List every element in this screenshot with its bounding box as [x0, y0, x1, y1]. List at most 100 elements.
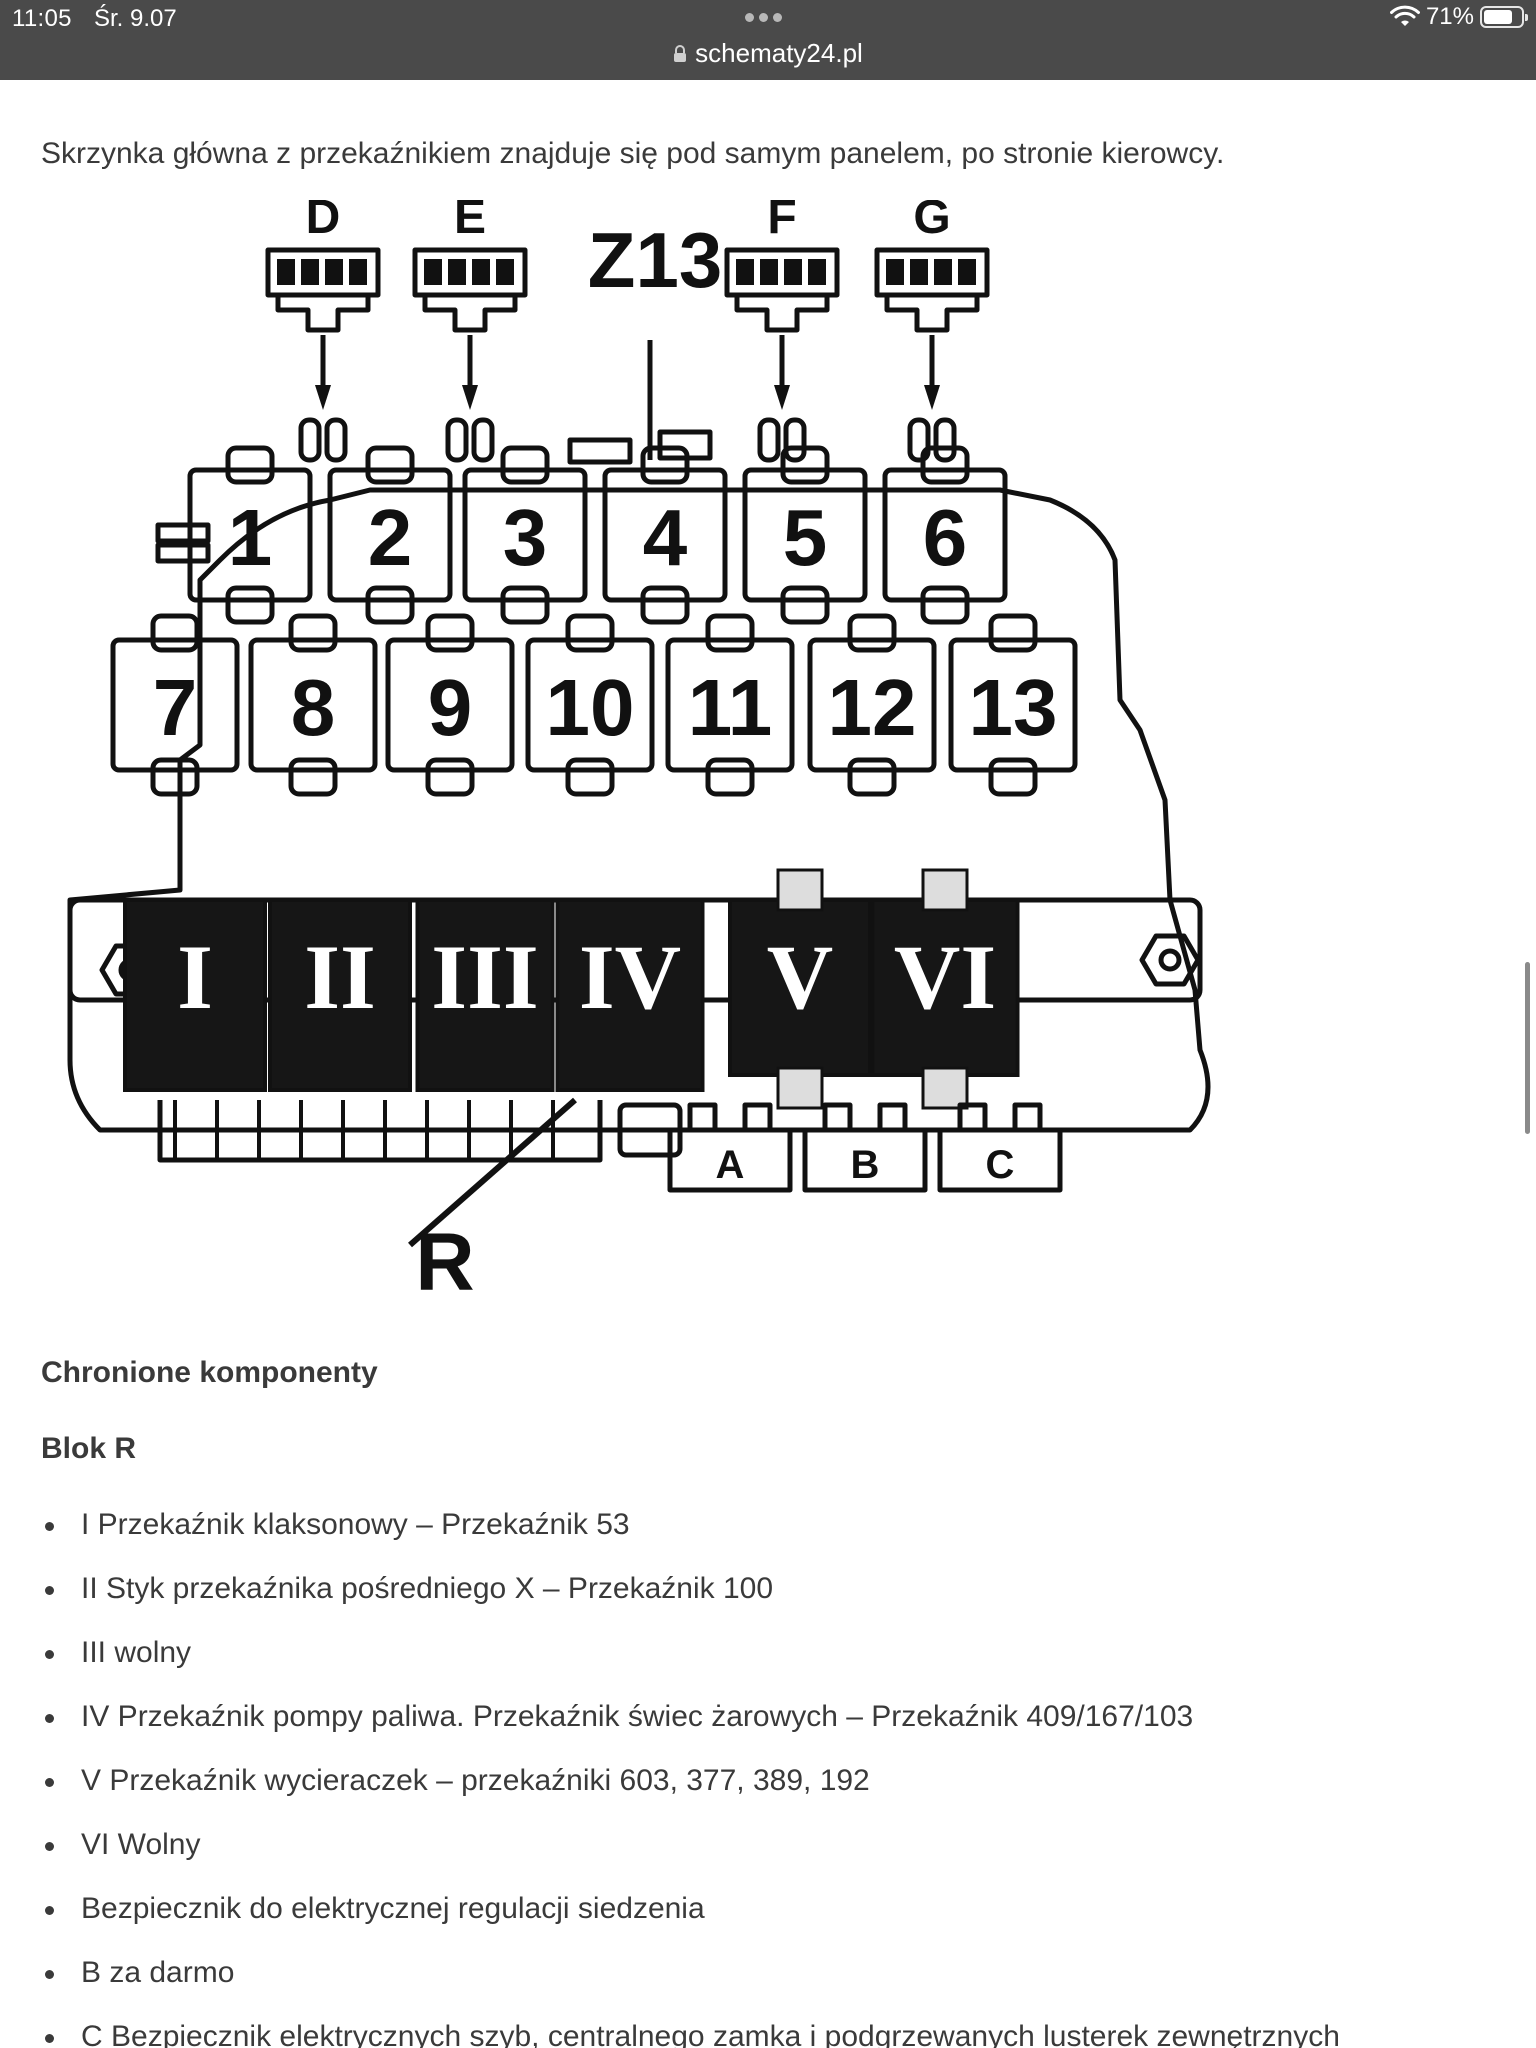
- pointer-line: [408, 1097, 577, 1248]
- side-tab: [155, 542, 211, 564]
- ground-label-z13: Z13: [588, 216, 722, 304]
- relay-number: V: [767, 926, 833, 1028]
- relay-terminal: [776, 868, 824, 912]
- fuse-slot: [248, 637, 378, 773]
- connector-label: D: [306, 200, 341, 244]
- subsection-title: Blok R: [41, 1432, 137, 1465]
- fuse-clip: [565, 613, 615, 653]
- fuse-number: 2: [368, 493, 413, 582]
- fuse-clip: [288, 757, 338, 797]
- list-item: B za darmo: [41, 1953, 1521, 2017]
- arrow-head-icon: [315, 385, 331, 410]
- socket-pin: [324, 417, 348, 463]
- fuse-clip: [640, 585, 690, 625]
- battery-percent: 71%: [1425, 3, 1474, 30]
- socket-pin: [933, 417, 957, 463]
- relay-terminal: [921, 1066, 969, 1110]
- bottom-fuse-label: A: [716, 1143, 745, 1187]
- arrow-head-icon: [774, 385, 790, 410]
- connector-pin: [886, 259, 904, 285]
- intro-paragraph: Skrzynka główna z przekaźnikiem znajduje…: [41, 137, 1225, 170]
- section-title: Chronione komponenty: [41, 1356, 378, 1389]
- fuse-clip: [365, 445, 415, 485]
- arrow-head-icon: [462, 385, 478, 410]
- fuse-clip: [565, 757, 615, 797]
- fuse-number: 4: [643, 493, 688, 582]
- list-item: Bezpiecznik do elektrycznej regulacji si…: [41, 1889, 1521, 1953]
- fuse-number: 7: [153, 663, 198, 752]
- address-bar[interactable]: schematy24.pl: [0, 38, 1536, 69]
- connector-label: E: [454, 200, 486, 244]
- connector-pin: [448, 259, 466, 285]
- fuse-clip: [425, 757, 475, 797]
- fuse-clip: [988, 757, 1038, 797]
- side-tab: [155, 522, 211, 544]
- block-label-r: R: [415, 1217, 474, 1300]
- list-item: IV Przekaźnik pompy paliwa. Przekaźnik ś…: [41, 1697, 1521, 1761]
- fuse-clip: [225, 445, 275, 485]
- fuse-number: 8: [291, 663, 336, 752]
- fuse-slot: [742, 467, 868, 603]
- list-item: III wolny: [41, 1633, 1521, 1697]
- list-item: VI Wolny: [41, 1825, 1521, 1889]
- fuse-number: 11: [688, 663, 773, 752]
- fuse-slot: [602, 467, 728, 603]
- relay-number: I: [177, 926, 213, 1028]
- connector-pin: [472, 259, 490, 285]
- fuse-clip: [150, 757, 200, 797]
- connector-plug: [412, 247, 528, 298]
- connector-pin: [349, 259, 367, 285]
- relay-block: [415, 898, 555, 1092]
- battery-icon: [1480, 6, 1528, 28]
- list-item: II Styk przekaźnika pośredniego X – Prze…: [41, 1569, 1521, 1633]
- status-time: 11:05: [12, 5, 72, 32]
- relay-block: [268, 898, 412, 1092]
- connector-pin: [736, 259, 754, 285]
- fuse-number: 1: [228, 493, 273, 582]
- socket-pin: [907, 417, 931, 463]
- fuse-clip: [425, 613, 475, 653]
- fuse-slot: [882, 467, 1008, 603]
- relay-block: [555, 898, 705, 1092]
- fuse-clip: [847, 613, 897, 653]
- bottom-fuse-clip: [822, 1102, 908, 1130]
- socket-pin: [757, 417, 781, 463]
- connector-pin: [760, 259, 778, 285]
- list-item: V Przekaźnik wycieraczek – przekaźniki 6…: [41, 1761, 1521, 1825]
- fuse-clip: [500, 445, 550, 485]
- fuse-clip: [780, 445, 830, 485]
- fuse-slot: [807, 637, 937, 773]
- connector-pin: [277, 259, 295, 285]
- url-text: schematy24.pl: [695, 38, 863, 68]
- connector-plug: [724, 247, 840, 298]
- list-item: C Bezpiecznik elektrycznych szyb, centra…: [41, 2017, 1521, 2048]
- bottom-connector: [157, 1100, 603, 1163]
- status-date: Śr. 9.07: [94, 5, 177, 32]
- fuse-number: 6: [923, 493, 968, 582]
- bolt-icon: [1139, 933, 1201, 987]
- fuse-slot: [948, 637, 1078, 773]
- fuse-clip: [705, 613, 755, 653]
- fuse-clip: [150, 613, 200, 653]
- bottom-fuse-clip: [687, 1102, 773, 1130]
- connector-pin: [958, 259, 976, 285]
- multitasking-dots-icon[interactable]: [745, 13, 782, 22]
- connector-plug: [874, 247, 990, 298]
- fuse-slot: [665, 637, 795, 773]
- fuse-clip: [780, 585, 830, 625]
- connector-pin: [784, 259, 802, 285]
- fuse-slot: [525, 637, 655, 773]
- fuse-clip: [500, 585, 550, 625]
- components-list: I Przekaźnik klaksonowy – Przekaźnik 53 …: [41, 1505, 1521, 2048]
- fuse-number: 12: [828, 663, 917, 752]
- socket-pin: [471, 417, 495, 463]
- fuse-slot: [327, 467, 453, 603]
- relay-terminal: [776, 1066, 824, 1110]
- arrow-head-icon: [924, 385, 940, 410]
- fuse-clip: [920, 585, 970, 625]
- scrollbar[interactable]: [1525, 962, 1530, 1134]
- fuse-clip: [847, 757, 897, 797]
- status-indicators: 71%: [1389, 3, 1528, 31]
- relay-block: [123, 898, 267, 1092]
